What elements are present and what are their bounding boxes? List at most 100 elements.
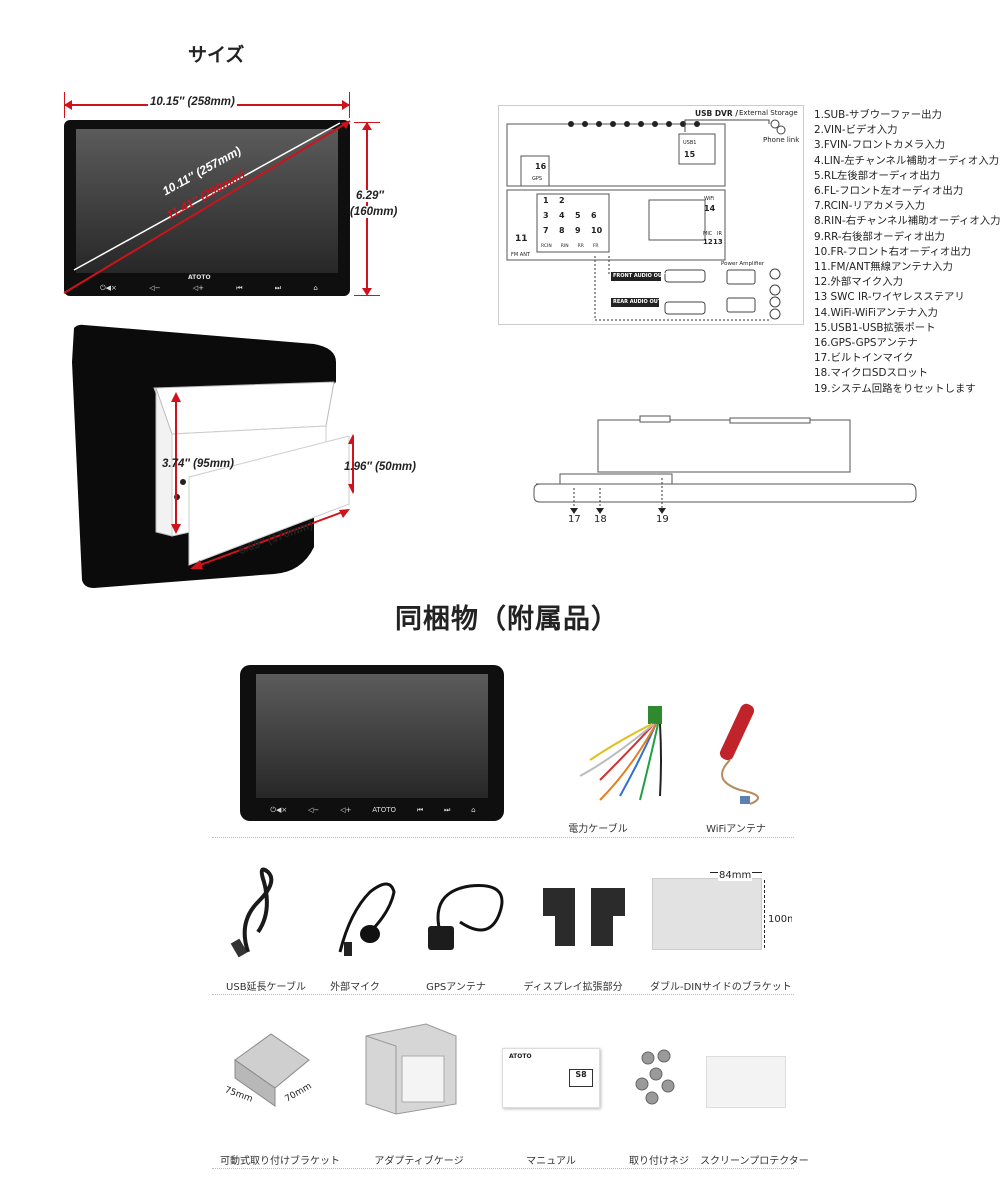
height-label-mm: (160mm): [350, 206, 398, 218]
legend-item: 11.FM/ANT無線アンテナ入力: [814, 261, 953, 274]
label-usb-cable: USB延長ケーブル: [226, 982, 306, 993]
width-tick-right: [349, 92, 350, 118]
bracket-height-line: [764, 880, 765, 948]
legend-item: 9.RR-右後部オーディオ出力: [814, 230, 945, 243]
label-wifi-antenna: WiFiアンテナ: [706, 824, 766, 835]
chassis-depth-line: [191, 509, 349, 569]
next-icon: ⏭: [443, 806, 451, 814]
legend-item: 1.SUB-サブウーファー出力: [814, 109, 942, 121]
package-brand: ATOTO: [372, 806, 397, 814]
volume-up-icon: ◁+: [340, 806, 352, 814]
antenna-body: [719, 703, 755, 761]
legend-item: 17.ビルトインマイク: [814, 352, 914, 365]
label-display-extension: ディスプレイ拡張部分: [523, 982, 623, 993]
chassis-height-label: 3.74″ (95mm): [162, 458, 234, 470]
double-din-bracket-image: [652, 878, 762, 950]
gps-module: [428, 926, 454, 950]
label-adaptive-cage: アダプティブケージ: [374, 1156, 464, 1167]
label-manual: マニュアル: [526, 1156, 576, 1167]
package-head-unit: ⏻◀× ◁− ◁+ ATOTO ⏮ ⏭ ⌂: [240, 665, 504, 821]
chassis-lower: [188, 435, 350, 566]
size-title: サイズ: [188, 44, 245, 66]
height-label: 6.29″: [356, 190, 384, 202]
external-storage-label: External Storage: [739, 109, 798, 117]
diagonal-arrow: [341, 121, 350, 129]
volume-down-icon: ◁−: [149, 284, 161, 292]
wifi-label: WiFi: [704, 196, 715, 202]
legend-item: 16.GPS-GPSアンテナ: [814, 337, 918, 350]
legend-item: 15.USB1-USB拡張ポート: [814, 321, 936, 334]
usb-cable: [684, 119, 786, 135]
legend-item: 19.システム回路をりセットします: [814, 382, 976, 395]
label-screws: 取り付けネジ: [629, 1156, 689, 1167]
manual-model: S8: [569, 1069, 593, 1087]
side-panel: [533, 483, 917, 503]
cage-window: [401, 1055, 445, 1103]
chassis-height-arrow-top: [171, 392, 181, 402]
legend-item: 5.RL左後部オーディオ出力: [814, 169, 941, 182]
device-front: ATOTO ⏻◀× ◁− ◁+ ⏮ ⏭ ⌂: [64, 120, 350, 296]
cable-wires: [579, 723, 662, 801]
marker-19: 19: [656, 514, 669, 525]
legend-item: 3.FVIN-フロントカメラ入力: [814, 139, 946, 152]
chassis-depth-arrow-right: [339, 509, 350, 518]
fm-ant-label: FM ANT: [511, 252, 530, 258]
package-head-unit-screen: [256, 674, 488, 798]
usb-plug: [230, 938, 248, 958]
phone-link-label: Phone link: [763, 136, 800, 144]
power-mute-icon: ⏻◀×: [270, 806, 288, 814]
marker-arrow-19: [658, 508, 666, 514]
device-screen: [76, 129, 338, 273]
chassis-h2-label: 1.96″ (50mm): [344, 461, 416, 473]
width-label: 10.15″ (258mm): [148, 96, 237, 108]
extension-left: [543, 888, 575, 946]
device-buttons: ⏻◀× ◁− ◁+ ⏮ ⏭ ⌂: [84, 284, 334, 293]
power-cable-image: [579, 706, 662, 801]
marker-arrow-18: [596, 508, 604, 514]
port-13: 13: [713, 238, 723, 246]
unit-bottom-body: [506, 189, 726, 261]
diagonal-red: [63, 120, 351, 294]
display-extension-image: [543, 888, 625, 946]
width-arrow-left: [64, 100, 72, 110]
legend-item: 4.LIN-左チャンネル補助オーディオ入力: [814, 154, 1000, 167]
diagonal-lines: [63, 120, 351, 294]
mount-side: [234, 1059, 276, 1107]
row2-separator: [212, 994, 794, 995]
gps-port-box: [520, 155, 550, 187]
diagonal-white: [73, 122, 341, 271]
usb-dvr-label: USB DVR /: [695, 109, 738, 118]
manual-image: ATOTO S8: [502, 1048, 600, 1108]
unit-top-bolts: [568, 121, 700, 127]
adaptive-cage-image: [365, 1023, 457, 1115]
connector-grid: [536, 193, 706, 253]
device-side-view: [533, 415, 917, 514]
bracket-width-label: 84mm: [718, 870, 753, 881]
marker-17: 17: [568, 514, 581, 525]
height-arrow-top: [362, 122, 372, 130]
mic-head: [360, 925, 380, 943]
front-audio-tag: [611, 272, 661, 281]
front-audio-label: FRONT AUDIO OUT: [613, 273, 666, 279]
rear-audio-tag: [611, 298, 659, 307]
port-16: 16: [535, 162, 547, 171]
chassis-h2-arrow-bottom: [348, 484, 354, 494]
screen-protector-image: [706, 1056, 786, 1108]
home-icon: ⌂: [313, 284, 318, 292]
legend-item: 14.WiFi-WiFiアンテナ入力: [814, 306, 938, 319]
screws-image: [635, 1049, 675, 1105]
chassis-height-arrow-bottom: [171, 524, 181, 534]
width-arrow-right: [342, 100, 350, 110]
port-14: 14: [704, 204, 716, 213]
mic-image: [338, 882, 396, 956]
rca-plugs: [664, 268, 781, 320]
antenna-cable: [721, 759, 759, 805]
mic-cable: [338, 882, 396, 953]
rear-audio-label: REAR AUDIO OUT: [613, 299, 662, 305]
label-power-cable: 電力ケーブル: [568, 824, 628, 835]
prev-icon: ⏮: [416, 806, 424, 814]
legend-item: 2.VIN-ビデオ入力: [814, 124, 898, 137]
antenna-plug: [740, 796, 750, 804]
home-icon: ⌂: [471, 806, 476, 814]
chassis-top: [153, 381, 335, 435]
